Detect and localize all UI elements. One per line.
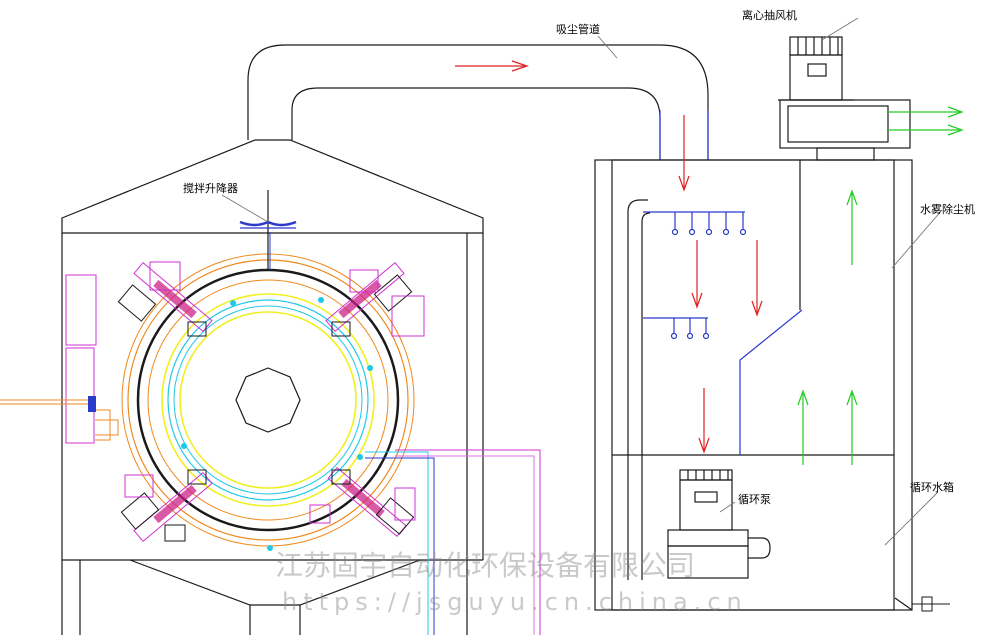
stirring-arms [117,261,425,542]
mixer-enclosure [61,139,484,635]
airflow-arrow-duct [455,60,529,72]
baffle [739,309,803,455]
drum-piping [269,232,541,635]
spray-header-lower [643,317,710,340]
feed-pipe [0,399,119,441]
dirty-air-arrows [678,115,763,454]
agitator-lifter [239,190,297,270]
fan-label: 离心抽风机 [742,8,797,22]
enclosure-roof [61,139,484,234]
watermark-url: https://jsguyu.cn.china.cn [282,588,748,616]
arm-bottom-left [120,469,213,542]
circulation-pump [667,469,771,579]
drum-nodes [181,297,373,551]
pump-label: 循环泵 [738,493,771,506]
scrubber-label: 水雾除尘机 [920,202,975,216]
feed-valve [88,396,96,412]
arm-top-left [117,261,213,337]
arm-top-right [325,262,425,337]
scrubber-tower [594,159,913,611]
tank-label: 循环水箱 [910,480,954,494]
exhaust-arrows [888,106,964,136]
suction-duct [247,44,709,160]
control-panels [65,274,97,444]
duct-label: 吸尘管道 [556,22,600,36]
spray-header-upper [643,211,747,236]
lifter-label: 搅拌升降器 [183,181,238,195]
watermark-company: 江苏固宇自动化环保设备有限公司 [275,549,695,582]
centrifugal-fan [778,36,911,161]
return-pipe [627,199,651,580]
drain-valve [912,596,950,612]
duct-inlet [659,110,709,160]
leader-lines [221,17,943,546]
arm-bottom-right [309,467,416,537]
drum-core [235,367,301,433]
clean-air-arrows [797,189,858,465]
